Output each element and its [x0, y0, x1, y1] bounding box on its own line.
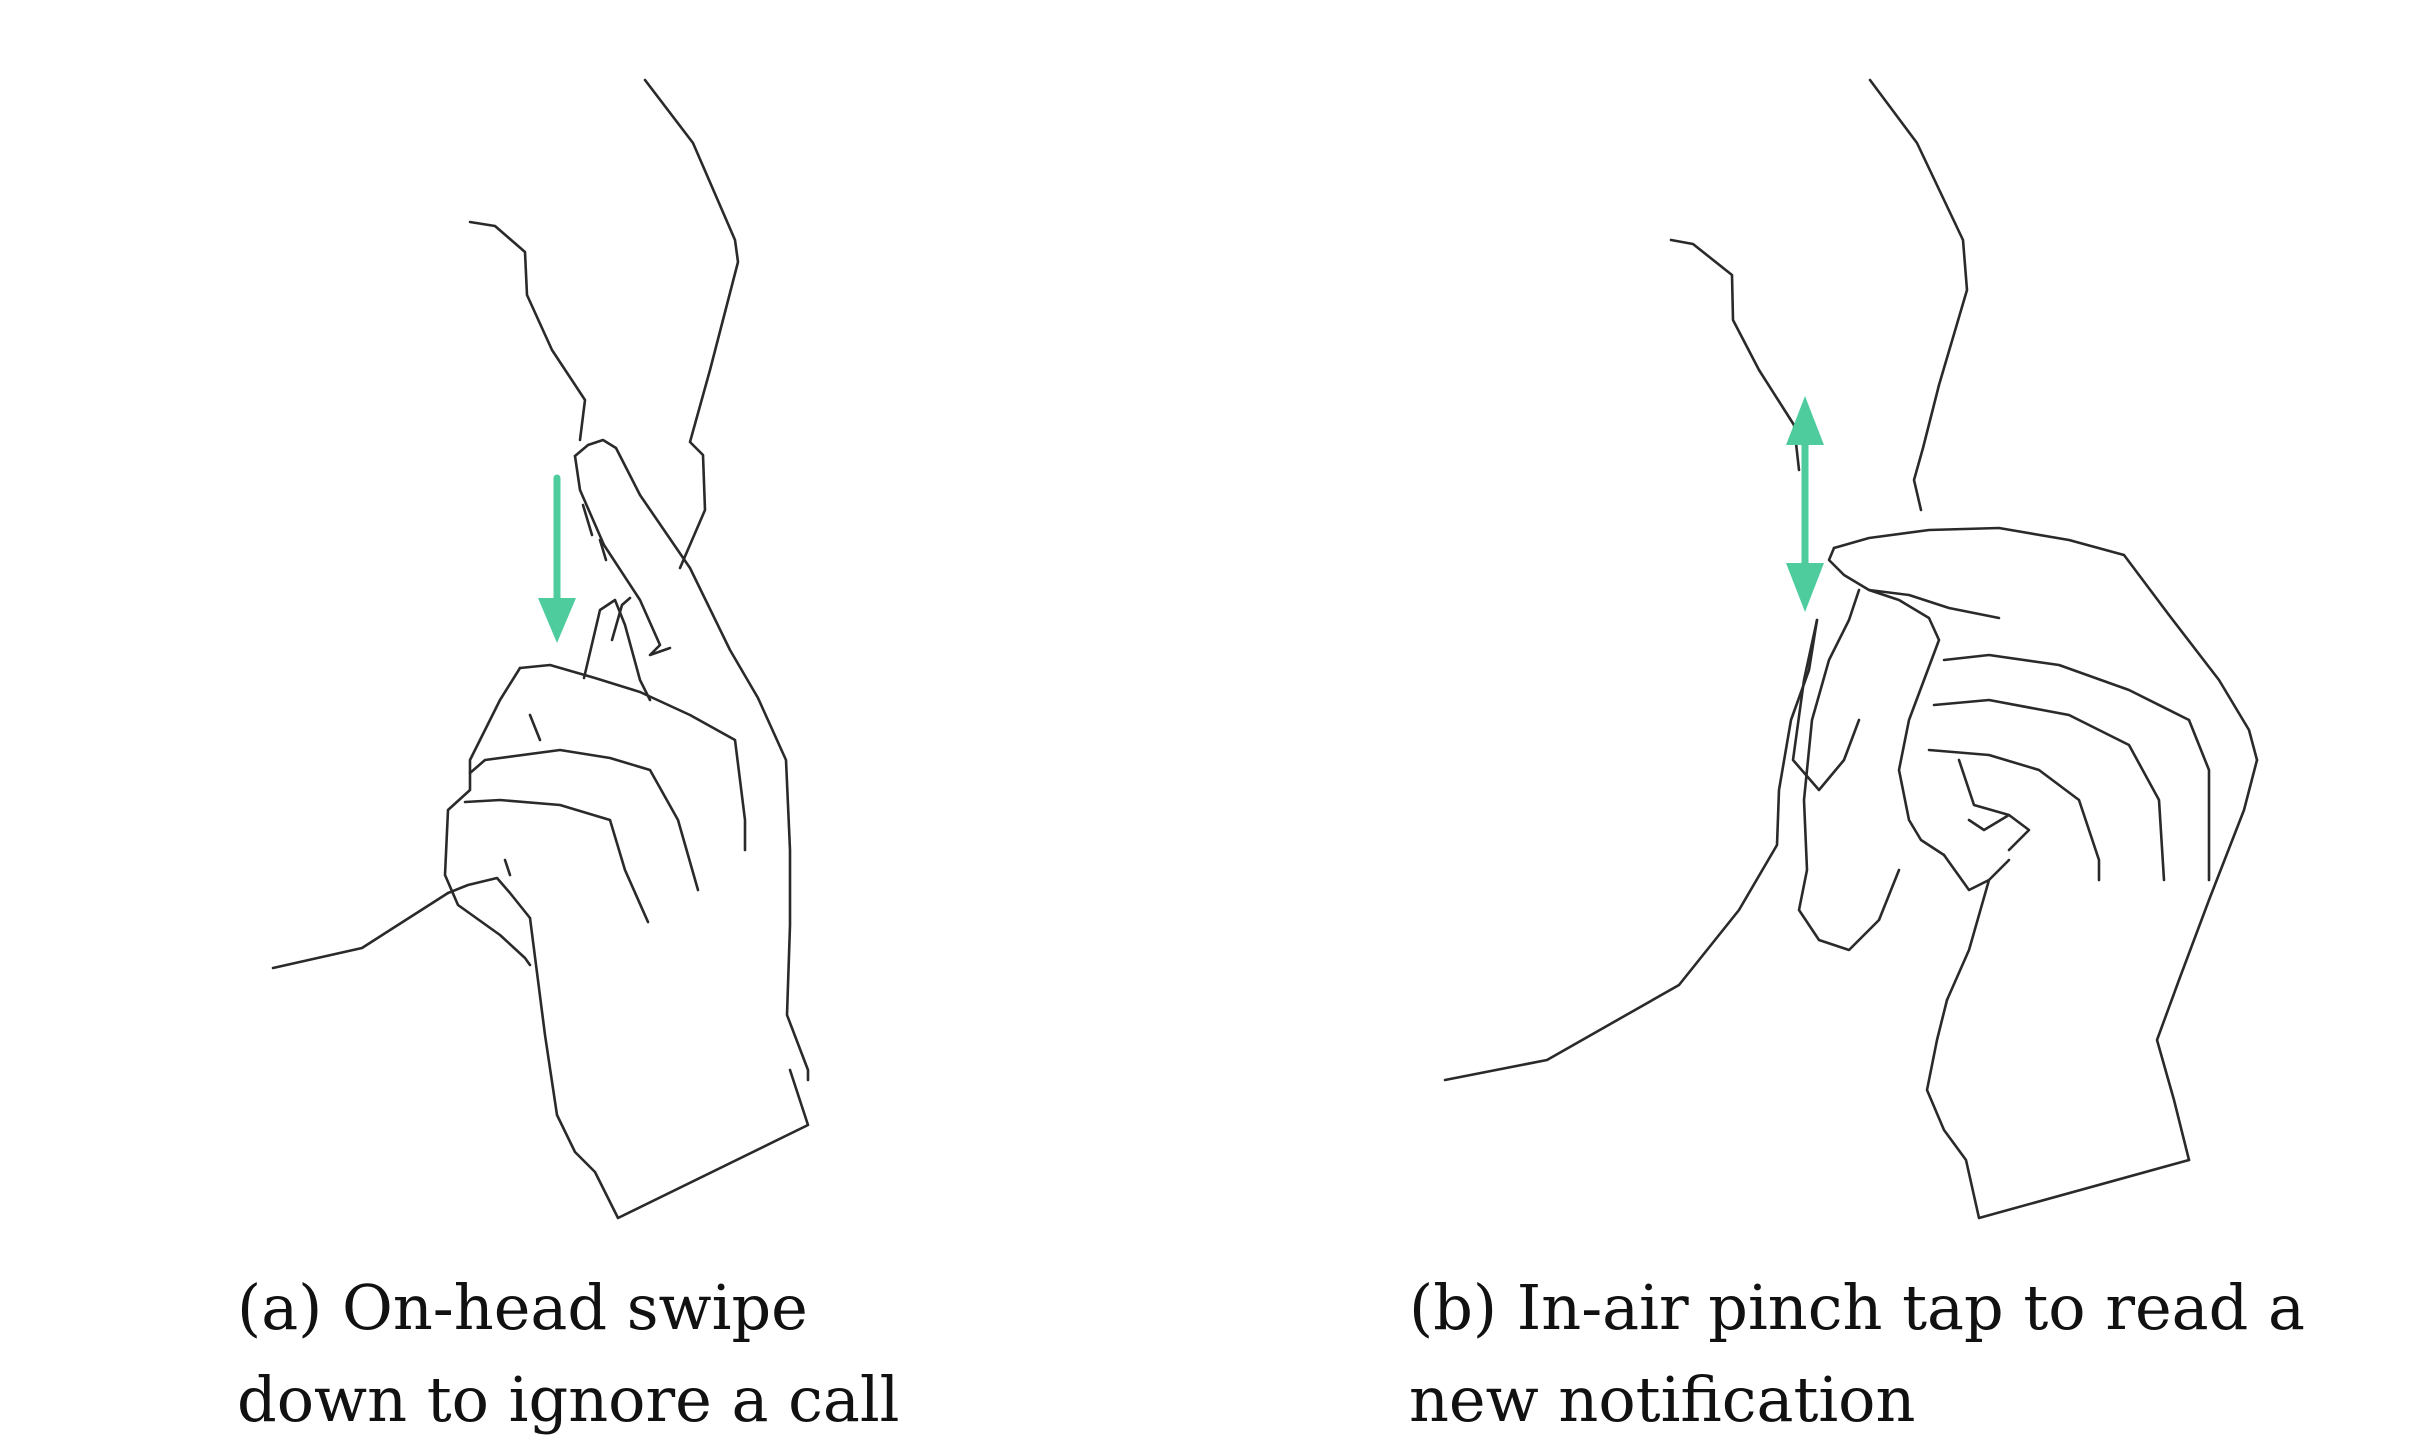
hand-back-outline	[518, 663, 747, 852]
finger-curl-2	[1932, 698, 2166, 882]
thumb-outline	[1797, 588, 1901, 952]
caption-on-head-swipe: (a) On-head swipe down to ignore a call	[237, 1262, 900, 1446]
swipe-down-arrow	[538, 474, 576, 643]
ear-outline	[1669, 238, 1801, 472]
shoulder-line	[271, 891, 450, 970]
ring-finger	[610, 596, 632, 642]
knuckle-line-2	[463, 798, 650, 924]
head-profile-line	[643, 78, 740, 570]
ear-outline	[468, 220, 587, 442]
hand-swipe-illustration	[271, 78, 810, 1220]
ear-lobe-edge	[1791, 618, 1861, 792]
wrist-outline	[528, 916, 810, 1220]
panel-on-head-swipe: (a) On-head swipe down to ignore a call	[237, 78, 900, 1446]
caption-in-air-pinch-tap: (b) In-air pinch tap to read a new notif…	[1409, 1262, 2305, 1446]
tap-up-down-arrow	[1786, 396, 1824, 612]
caption-line-1: (a) On-head swipe	[237, 1271, 808, 1344]
thumb-crease	[503, 713, 542, 877]
shoulder-line	[1443, 618, 1819, 1082]
knuckle-crease	[1957, 758, 2031, 852]
caption-line-2: new notification	[1409, 1363, 1916, 1436]
finger-curl-3	[1927, 748, 2101, 882]
index-finger	[573, 438, 810, 1082]
hand-pinch-illustration	[1443, 78, 2259, 1220]
hand-back-outline	[2155, 758, 2259, 1162]
index-finger-inner	[573, 454, 672, 657]
ear-inner-line	[581, 503, 608, 562]
pinch-finger-top	[1832, 526, 2259, 762]
palm-outline	[443, 666, 532, 967]
wrist-outline	[1925, 998, 2191, 1220]
panel-in-air-pinch-tap: (b) In-air pinch tap to read a new notif…	[1209, 0, 2418, 1446]
head-profile-line	[1868, 78, 1969, 512]
thumb-inner	[1867, 588, 1946, 857]
palm-edge	[1942, 853, 2011, 1002]
finger-curl-1	[1942, 653, 2211, 882]
caption-line-1: (b) In-air pinch tap to read a	[1409, 1271, 2305, 1344]
thumb-outline	[446, 876, 532, 920]
knuckle-line-1	[468, 748, 700, 892]
caption-line-2: down to ignore a call	[237, 1363, 900, 1436]
